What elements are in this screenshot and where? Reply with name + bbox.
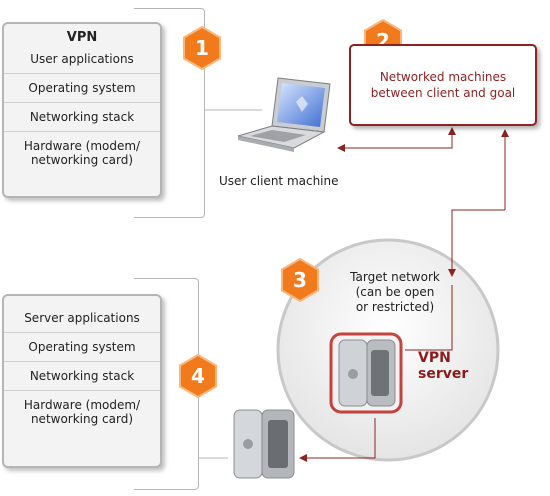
- step-badge-4: 4: [176, 353, 220, 399]
- step-badge-3: 3: [278, 257, 322, 303]
- server-layer-applications: Server applications: [4, 304, 160, 333]
- right-horizontal-link: [451, 209, 505, 275]
- vpn-server-link: [405, 285, 453, 351]
- server-layer-hardware: Hardware (modem/ networking card): [23, 398, 141, 426]
- laptop-icon: [237, 77, 331, 152]
- step-badge-3-label: 3: [293, 268, 307, 292]
- client-layer-applications: User applications: [4, 45, 160, 74]
- client-stack-title: VPN: [66, 30, 98, 45]
- networked-machines-label: Networked machines between client and go…: [370, 70, 516, 100]
- vpn-server-label: VPN server: [418, 350, 469, 382]
- step-badge-4-label: 4: [191, 364, 205, 388]
- networked-machines-box: Networked machines between client and go…: [349, 44, 537, 126]
- vpn-server-tower-icon: [329, 332, 403, 414]
- client-machine-caption: User client machine: [219, 174, 339, 188]
- client-layer-hardware: Hardware (modem/ networking card): [23, 139, 141, 167]
- target-network-label: Target network (can be open or restricte…: [350, 270, 440, 314]
- server-layer-os: Operating system: [4, 333, 160, 362]
- step-badge-1-label: 1: [195, 36, 209, 60]
- server-stack-box: Server applications Operating system Net…: [2, 294, 162, 468]
- network-to-laptop-arrow: [337, 130, 453, 152]
- client-stack-box: VPN User applications Operating system N…: [2, 22, 162, 198]
- step-badge-1: 1: [180, 25, 224, 71]
- server-to-host-arrow: [299, 418, 376, 462]
- client-stack-bracket: [134, 8, 205, 218]
- client-layer-os: Operating system: [4, 74, 160, 103]
- client-layer-networking: Networking stack: [4, 103, 160, 132]
- server-tower-icon: [233, 409, 295, 479]
- server-layer-networking: Networking stack: [4, 362, 160, 391]
